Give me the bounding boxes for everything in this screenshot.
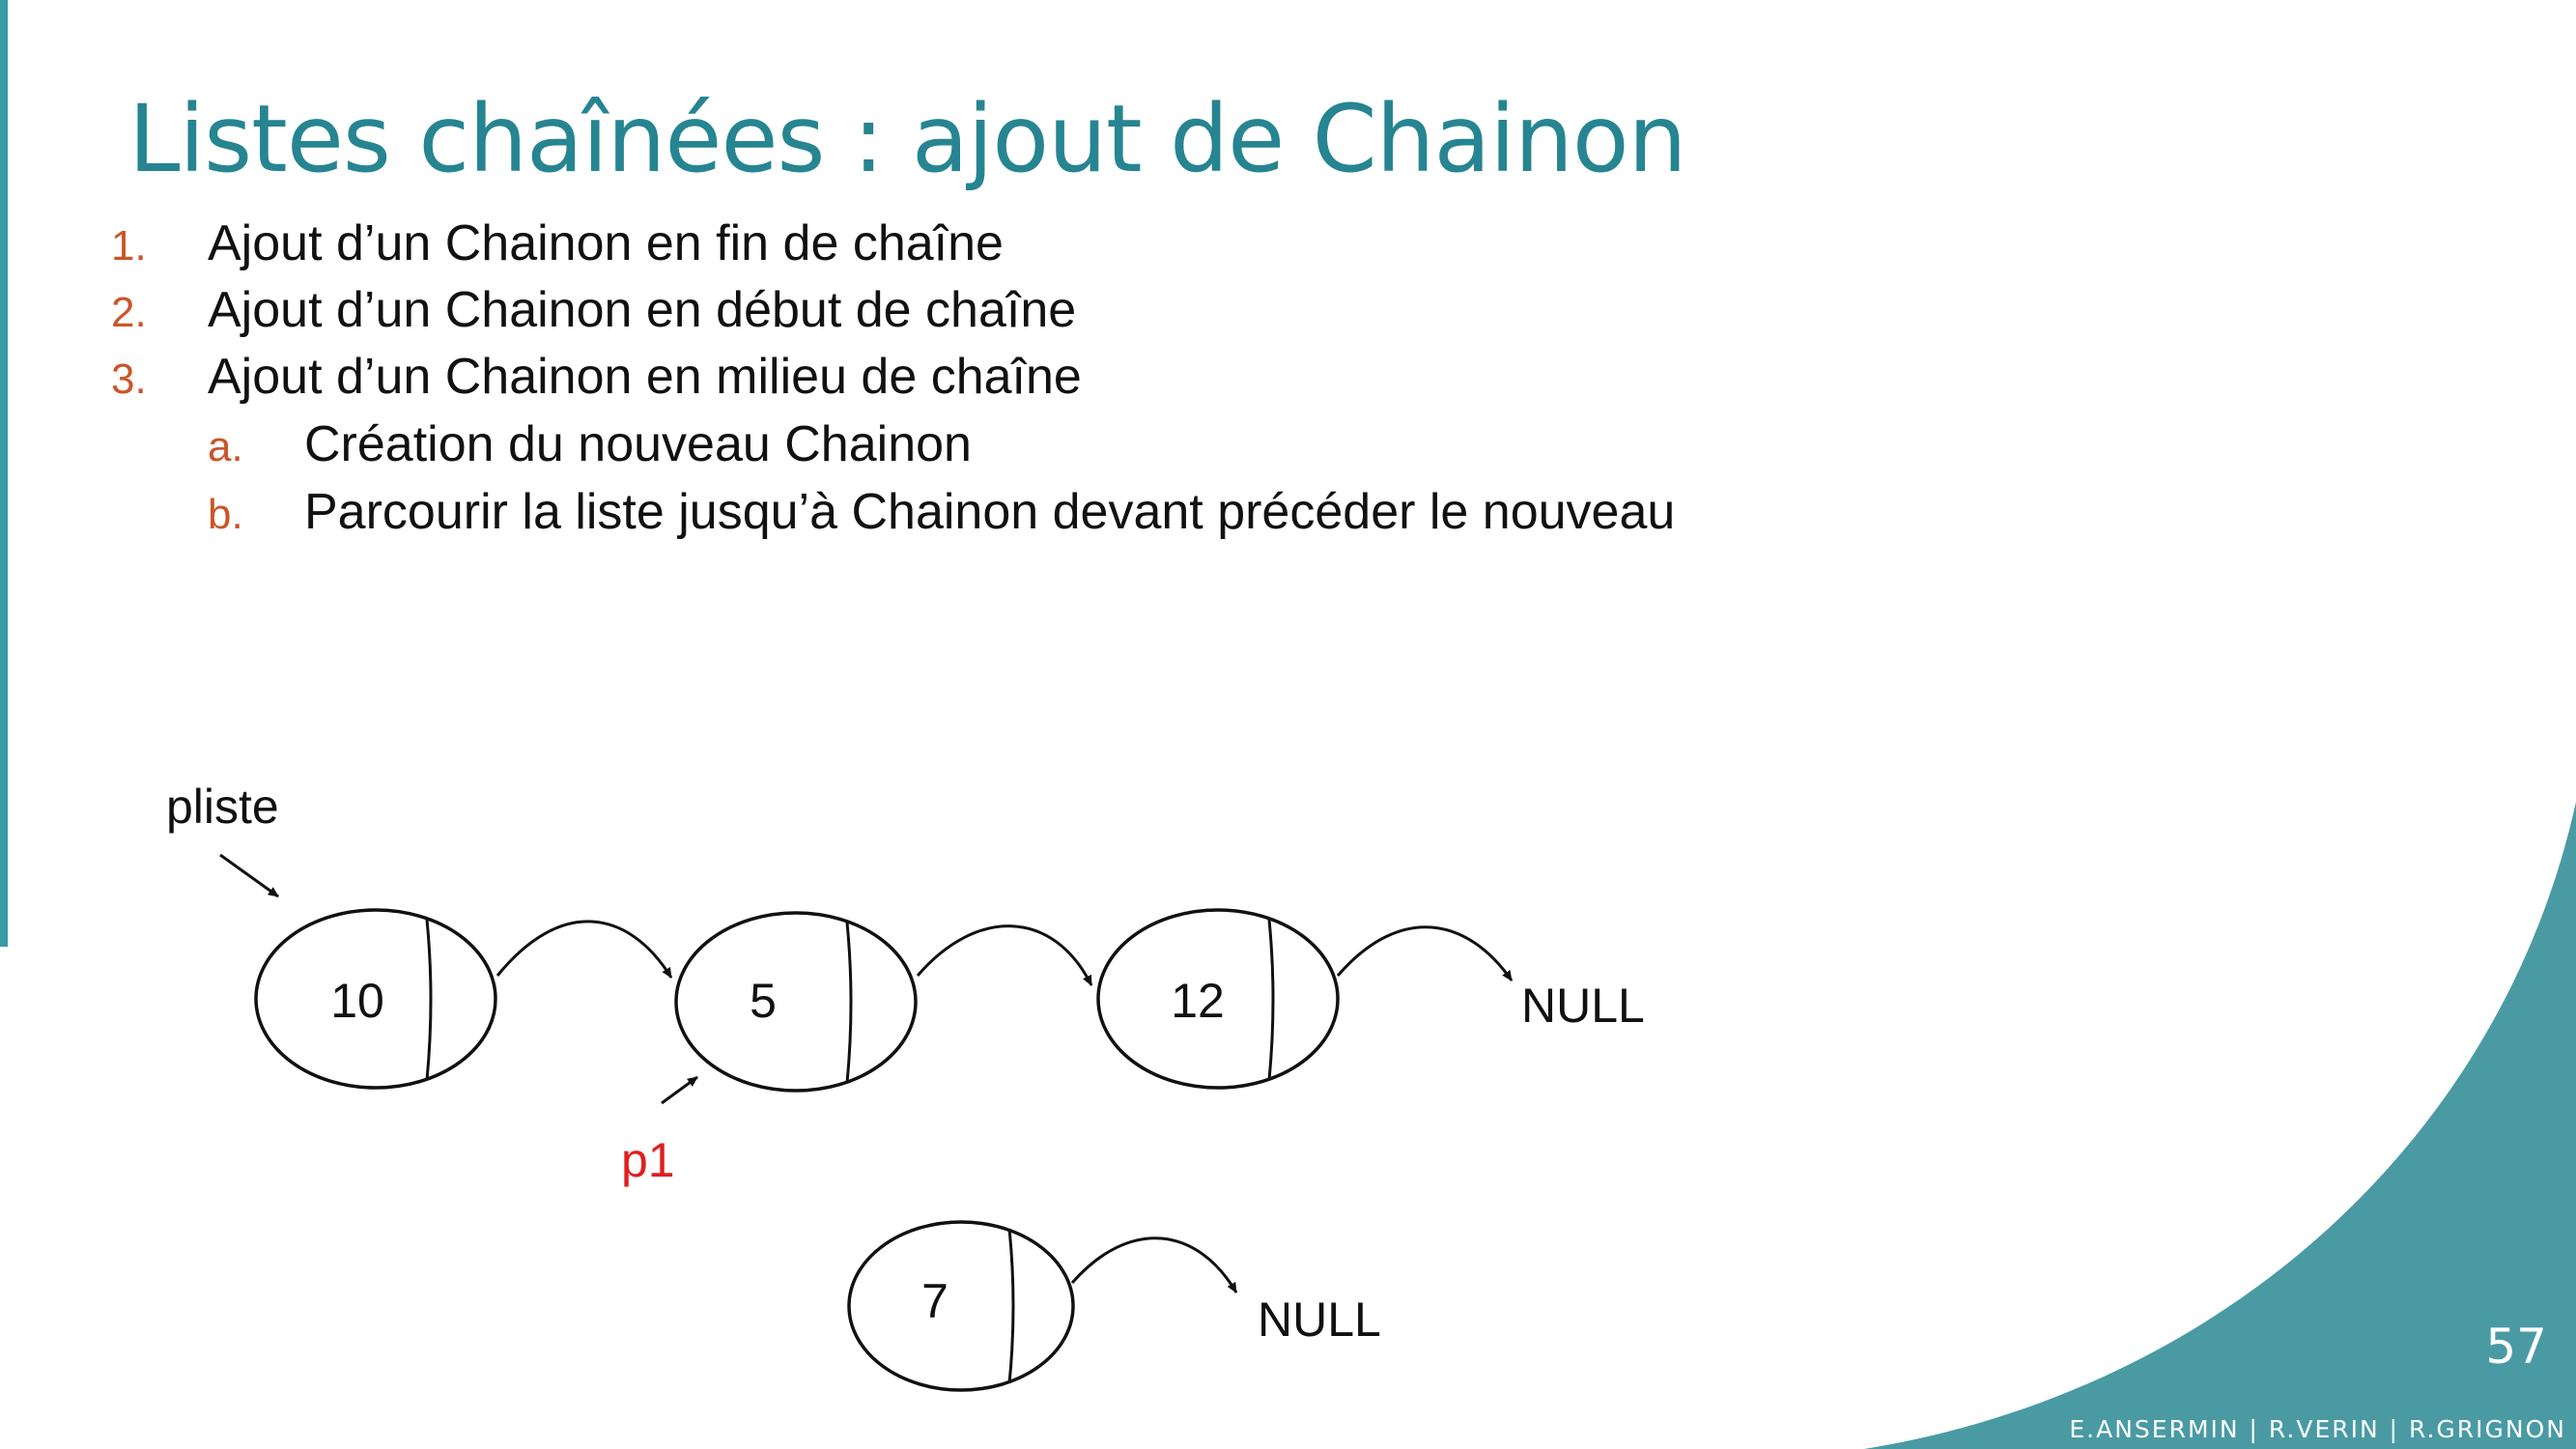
page-number: 57 bbox=[2485, 1319, 2547, 1375]
sublist-item-letter: b. bbox=[208, 491, 243, 538]
node-value: 7 bbox=[921, 1274, 948, 1328]
null-label: NULL bbox=[1521, 979, 1645, 1033]
sublist-item-letter: a. bbox=[208, 423, 243, 470]
node-value: 5 bbox=[750, 974, 777, 1028]
list-item: Ajout d’un Chainon en milieu de chaîne bbox=[208, 349, 1082, 405]
list-item-number: 2. bbox=[111, 289, 147, 336]
left-accent-bar bbox=[0, 0, 8, 947]
head-pointer-label: pliste bbox=[166, 780, 279, 834]
next-link-arrow bbox=[1070, 1236, 1238, 1293]
list-item: Ajout d’un Chainon en début de chaîne bbox=[208, 282, 1077, 338]
list-node: 10 bbox=[254, 908, 497, 1090]
list-item: Ajout d’un Chainon en fin de chaîne bbox=[208, 215, 1004, 271]
slide-title: Listes chaînées : ajout de Chainon bbox=[128, 85, 1686, 193]
new-node: 7 bbox=[847, 1220, 1075, 1392]
sublist-item: Création du nouveau Chainon bbox=[304, 416, 972, 472]
node-value: 12 bbox=[1171, 974, 1225, 1028]
node-value: 10 bbox=[330, 974, 384, 1028]
sublist-item: Parcourir la liste jusqu’à Chainon devan… bbox=[304, 484, 1676, 540]
p1-pointer-arrow bbox=[661, 1075, 698, 1105]
list-item-number: 3. bbox=[111, 355, 147, 403]
list-node: 12 bbox=[1096, 908, 1340, 1090]
next-link-arrow bbox=[916, 924, 1093, 986]
next-link-arrow bbox=[1336, 925, 1514, 981]
list-item-number: 1. bbox=[111, 222, 147, 270]
footer-authors: E.ANSERMIN | R.VERIN | R.GRIGNON bbox=[2069, 1415, 2566, 1443]
next-link-arrow bbox=[495, 920, 673, 979]
p1-pointer-label: p1 bbox=[621, 1133, 675, 1187]
null-label: NULL bbox=[1258, 1293, 1381, 1347]
list-node: 5 bbox=[674, 911, 918, 1093]
head-pointer-arrow bbox=[219, 853, 279, 898]
